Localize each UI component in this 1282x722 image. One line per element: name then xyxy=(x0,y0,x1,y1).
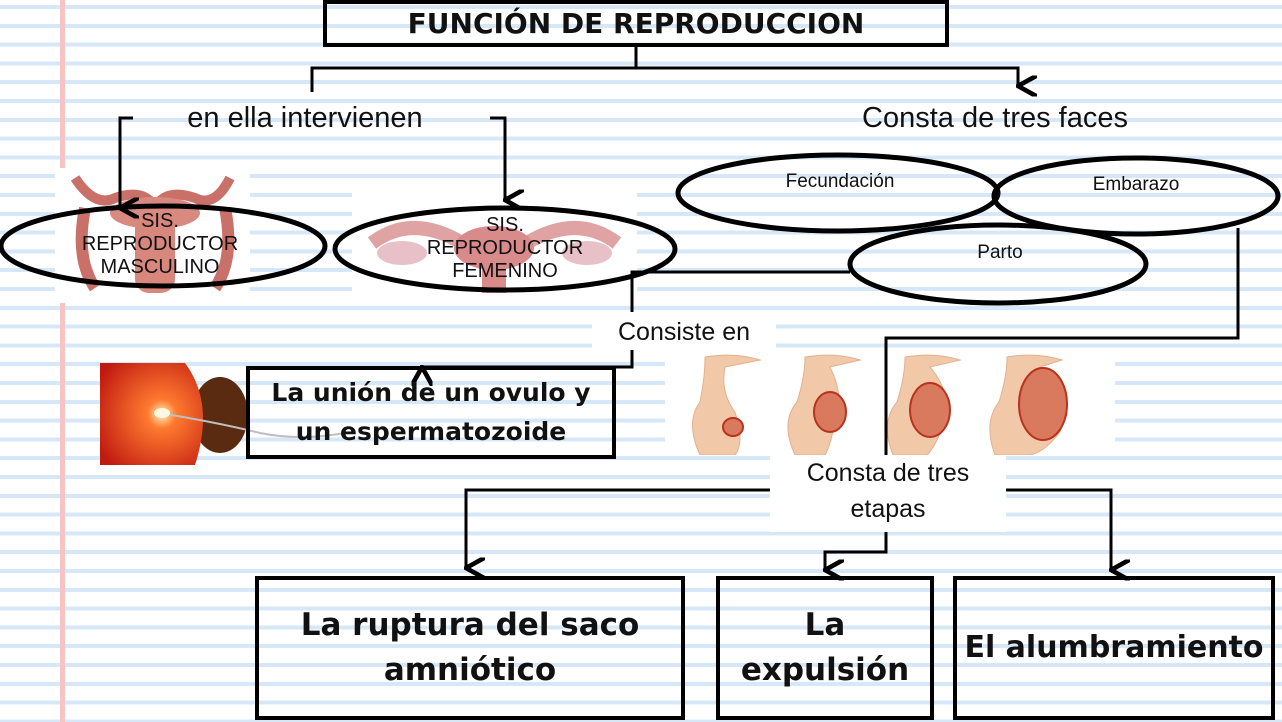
title-box: FUNCIÓN DE REPRODUCCION xyxy=(323,0,949,47)
system-masculino-line1: SIS. xyxy=(141,210,179,232)
definition-box: La unión de un ovulo y un espermatozoide xyxy=(246,366,616,459)
label-consta-de-tres-etapas: Consta de tres etapas xyxy=(770,455,1006,532)
phase-parto-label: Parto xyxy=(977,242,1023,263)
pregnancy-stages-image xyxy=(665,352,1115,455)
notebook-margin-line xyxy=(60,0,65,722)
etapas-line1: Consta de tres xyxy=(806,459,970,487)
stage-box-expulsion: La expulsión xyxy=(716,576,934,720)
system-masculino-line3: MASCULINO xyxy=(100,256,220,278)
ovum-sperm-image xyxy=(100,363,345,465)
oval-femenino xyxy=(332,205,678,293)
fecundacion-connector xyxy=(630,270,850,312)
etapas-line2: etapas xyxy=(850,495,926,523)
system-femenino-line2: REPRODUCTOR xyxy=(426,237,584,259)
arrow-to-masculino xyxy=(120,116,133,208)
definition-line1: La unión de un ovulo y xyxy=(271,377,591,407)
oval-masculino xyxy=(0,203,328,289)
arrow-to-definition xyxy=(422,347,634,367)
label-en-ella-intervienen: en ella intervienen xyxy=(187,102,423,134)
stage-alumbramiento-line1: El alumbramiento xyxy=(964,630,1264,666)
phase-fecundacion-label: Fecundación xyxy=(785,171,895,192)
stage-expulsion-line1: La xyxy=(804,607,846,644)
system-masculino-line2: REPRODUCTOR xyxy=(81,233,239,255)
system-femenino-label: SIS. REPRODUCTOR FEMENINO xyxy=(395,214,615,283)
stage-box-ruptura: La ruptura del saco amniótico xyxy=(255,576,685,720)
stage-box-alumbramiento: El alumbramiento xyxy=(953,576,1275,720)
oval-fecundacion xyxy=(675,152,1001,234)
label-consiste-en: Consiste en xyxy=(592,314,776,350)
label-consta-de-tres-faces: Consta de tres faces xyxy=(862,102,1128,134)
system-masculino-label: SIS. REPRODUCTOR MASCULINO xyxy=(50,210,270,279)
page-title: FUNCIÓN DE REPRODUCCION xyxy=(407,7,865,40)
phase-embarazo-label: Embarazo xyxy=(1092,174,1180,195)
system-femenino-line3: FEMENINO xyxy=(452,260,558,282)
oval-embarazo xyxy=(991,155,1281,237)
embarazo-connector xyxy=(884,228,1240,455)
arrow-to-femenino xyxy=(490,116,505,200)
branch-line xyxy=(310,66,1018,92)
arrow-to-ruptura xyxy=(466,488,770,568)
stage-expulsion-line2: expulsión xyxy=(740,652,910,688)
arrow-to-alumbramiento xyxy=(1005,488,1111,570)
oval-parto xyxy=(847,222,1149,306)
definition-line2: un espermatozoide xyxy=(295,416,567,446)
stage-ruptura-line1: La ruptura del saco xyxy=(300,607,640,644)
stage-ruptura-line2: amniótico xyxy=(383,652,557,688)
arrow-to-expulsion xyxy=(825,532,888,570)
system-femenino-line1: SIS. xyxy=(486,214,524,236)
